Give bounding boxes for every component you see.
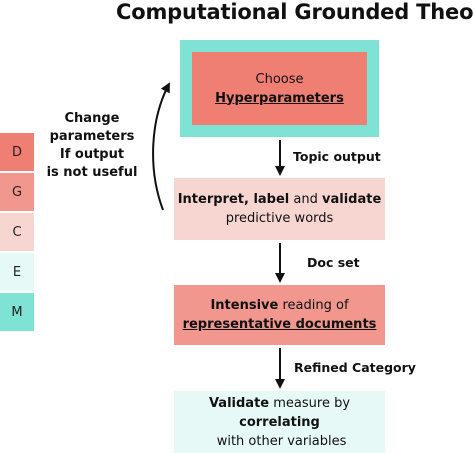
edge-label-refined-category: Refined Category [294, 360, 416, 375]
legend-letter: C [12, 224, 22, 240]
feedback-label: Change parameters If output is not usefu… [34, 110, 150, 182]
step-3-line-1: Intensive reading of [210, 296, 348, 315]
step-2-bold-1: Interpret, label [177, 192, 290, 207]
feedback-line: parameters [49, 129, 135, 144]
legend-letter: E [12, 264, 22, 280]
step-4-rest-2: with other variables [212, 433, 347, 449]
step-2-line-1: Interpret, label and validate [178, 190, 382, 209]
feedback-line: is not useful [46, 165, 138, 180]
legend-letter: D [11, 144, 22, 160]
step-1-line-1: Choose [255, 71, 304, 87]
step-3-rest: reading of [278, 298, 349, 313]
legend-item-c: C [0, 213, 34, 253]
step-4-line-1: Validate measure by [209, 394, 350, 413]
legend-item-e: E [0, 253, 34, 293]
color-legend: D G C E M [0, 133, 34, 333]
step-4-bold-2: correlating [239, 414, 320, 430]
step-3-bold: Intensive [210, 298, 279, 313]
step-validate-measure: Validate measure by correlating with oth… [174, 391, 385, 453]
step-1-line-2: Hyperparameters [215, 90, 344, 106]
diagram-title: Computational Grounded Theory [116, 0, 474, 24]
legend-item-d: D [0, 133, 34, 173]
step-4-line-2: correlating with other variables [174, 413, 385, 451]
feedback-arrow [152, 82, 170, 211]
legend-item-g: G [0, 173, 34, 213]
step-4-bold: Validate [208, 395, 270, 411]
step-interpret-label-validate: Interpret, label and validate predictive… [174, 178, 385, 240]
step-4-rest: measure by [269, 395, 351, 411]
step-2-mid: and [289, 192, 322, 207]
feedback-line: Change [64, 111, 120, 126]
step-intensive-reading: Intensive reading of representative docu… [174, 285, 385, 345]
legend-letter: M [11, 304, 23, 320]
step-choose-hyperparameters: Choose Hyperparameters [192, 52, 367, 125]
edge-label-topic-output: Topic output [293, 149, 381, 164]
legend-item-m: M [0, 293, 34, 333]
step-2-bold-2: validate [322, 192, 382, 207]
edge-label-doc-set: Doc set [307, 255, 360, 270]
legend-letter: G [11, 184, 23, 200]
step-2-line-2: predictive words [225, 211, 334, 226]
step-3-line-2: representative documents [182, 317, 377, 332]
feedback-line: If output [59, 147, 125, 162]
